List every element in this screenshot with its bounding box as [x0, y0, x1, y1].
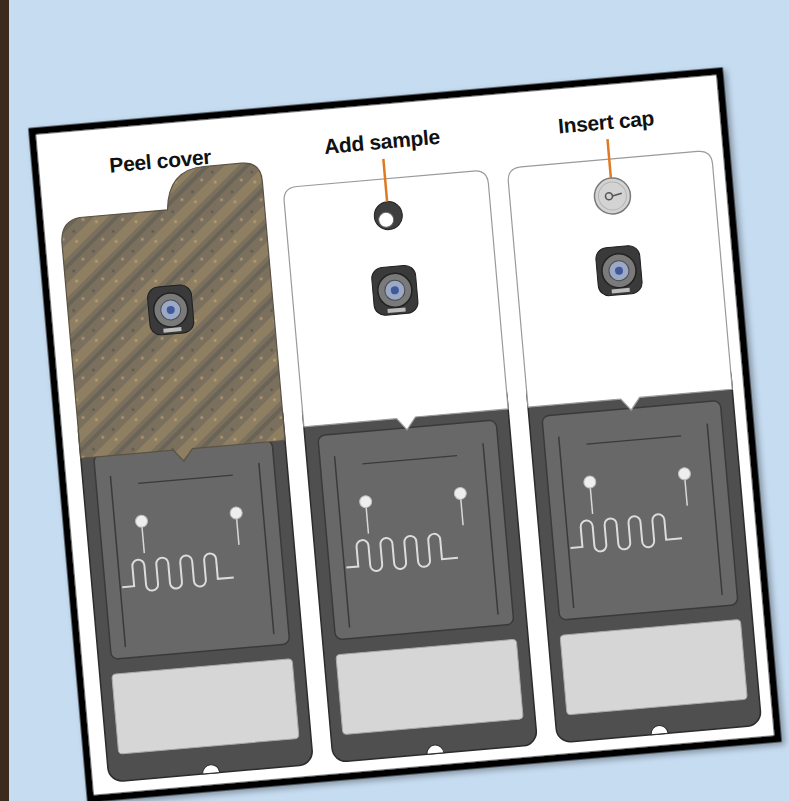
edge-strip: [0, 0, 9, 801]
leader-line: [607, 139, 610, 178]
sample-port: [373, 200, 403, 230]
cartridge-body: [526, 361, 762, 742]
valve: [371, 265, 419, 317]
cap-ring: [597, 181, 627, 211]
step-label: Insert cap: [505, 101, 707, 144]
cartridge: [281, 150, 537, 763]
cartridge-top: [507, 150, 733, 419]
valve: [147, 284, 195, 336]
cartridge-body: [301, 381, 537, 762]
leader-line: [383, 159, 387, 202]
peel-cover: [56, 162, 286, 471]
sample-hole: [378, 212, 394, 228]
cartridge-top: [283, 170, 509, 439]
step-label: Peel cover: [59, 140, 261, 183]
cartridge-body: [77, 401, 313, 782]
sample-cap: [593, 177, 632, 216]
cartridge: [505, 130, 761, 743]
cap-key: [605, 193, 613, 201]
step-label: Add sample: [281, 120, 483, 163]
card-frame: [32, 71, 778, 799]
cap-key: [612, 193, 622, 196]
valve: [595, 245, 643, 297]
figure-card: [32, 71, 778, 799]
cartridge: [56, 162, 313, 783]
